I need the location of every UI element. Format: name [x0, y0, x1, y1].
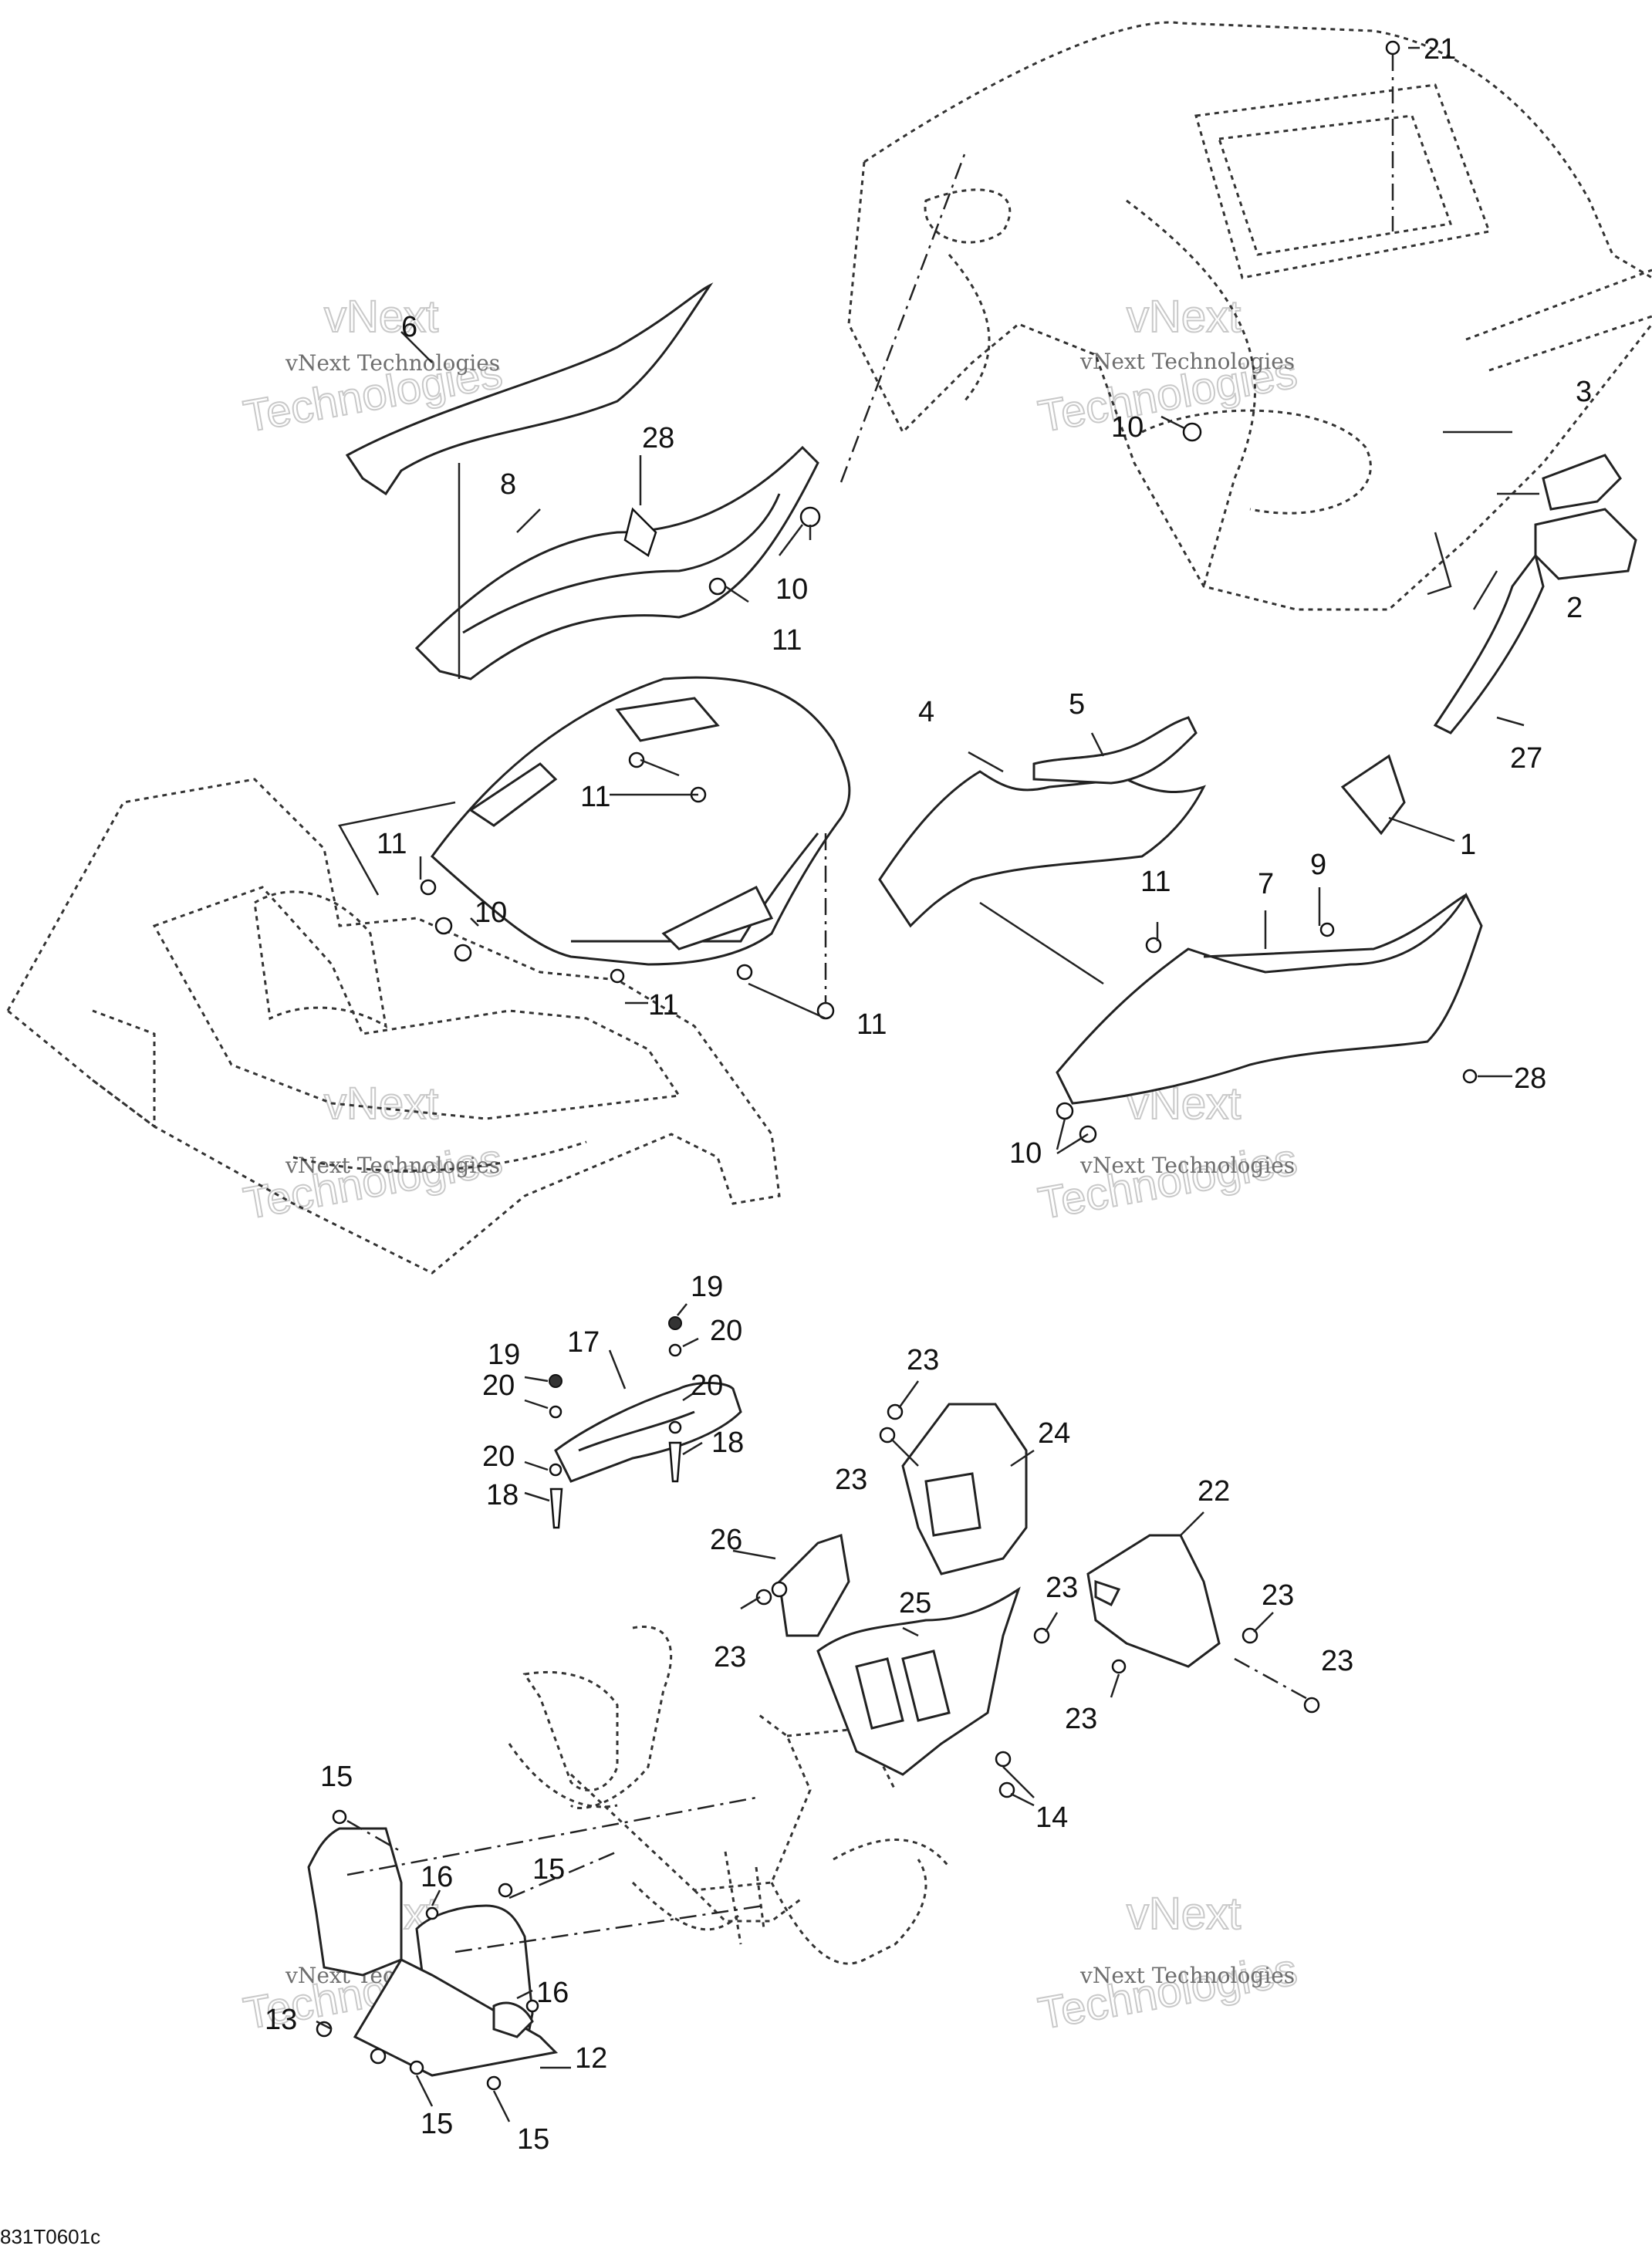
- callout-19: 19: [488, 1339, 520, 1371]
- callout-10: 10: [1009, 1137, 1042, 1170]
- callout-25: 25: [899, 1587, 931, 1619]
- callout-23: 23: [835, 1464, 867, 1496]
- callout-27: 27: [1510, 742, 1542, 775]
- callout-4: 4: [918, 696, 934, 728]
- part-24-housing: [901, 1403, 1028, 1575]
- callout-26: 26: [710, 1524, 742, 1556]
- callout-11: 11: [580, 781, 610, 813]
- callout-20: 20: [482, 1440, 515, 1473]
- part-4-panel: [878, 770, 1206, 928]
- part-7-side-panel: [1056, 892, 1483, 1105]
- callout-11: 11: [1140, 866, 1171, 898]
- callout-20: 20: [482, 1369, 515, 1402]
- part-25-skid-plate: [816, 1586, 1021, 1776]
- callout-5: 5: [1069, 688, 1085, 721]
- callout-13: 13: [265, 2004, 297, 2036]
- callout-23: 23: [1046, 1572, 1078, 1604]
- callout-23: 23: [907, 1344, 939, 1376]
- callout-22: 22: [1198, 1475, 1230, 1508]
- callout-18: 18: [711, 1427, 744, 1459]
- callout-labels: 21 6 28 8 10 10 11 3 2 27 1 4 5 11 11 10…: [265, 33, 1592, 2156]
- svg-text:vNext Technologies: vNext Technologies: [285, 350, 500, 376]
- callout-23: 23: [714, 1641, 746, 1673]
- part-1-bracket: [1340, 754, 1406, 836]
- svg-text:vNext Technologies: vNext Technologies: [1079, 349, 1295, 374]
- part-12-bumper: [307, 1827, 559, 2077]
- front-frame-ghost: [508, 1626, 951, 1965]
- callout-28: 28: [1514, 1062, 1546, 1095]
- part-27-strip: [1433, 552, 1545, 734]
- callout-11: 11: [856, 1008, 887, 1041]
- callout-16: 16: [536, 1977, 569, 2009]
- callout-16: 16: [421, 1861, 453, 1893]
- svg-text:vNext Technologies: vNext Technologies: [1079, 1153, 1295, 1178]
- part-3-cap: [1542, 454, 1622, 511]
- callout-10: 10: [1111, 411, 1144, 444]
- callout-21: 21: [1424, 33, 1456, 66]
- callout-10: 10: [475, 897, 507, 929]
- part-5-trim: [1032, 716, 1198, 785]
- callout-15: 15: [532, 1853, 565, 1886]
- callout-20: 20: [710, 1315, 742, 1347]
- leader-lines-bottom: [316, 1303, 1312, 2122]
- callout-14: 14: [1035, 1802, 1068, 1834]
- callout-3: 3: [1576, 376, 1592, 408]
- svg-text:vNext Technologies: vNext Technologies: [1079, 1963, 1295, 1988]
- svg-text:vNext Technologies: vNext Technologies: [285, 1153, 500, 1178]
- part-8-side-panel: [414, 445, 819, 680]
- front-hood-panel: [430, 676, 851, 966]
- rear-fender-ghost: [847, 21, 1652, 611]
- callout-18: 18: [486, 1479, 519, 1511]
- watermark-bottom-right: vNext Technologies vNext Technologies: [1034, 1888, 1302, 2040]
- part-26-bracket: [778, 1534, 850, 1637]
- part-22-housing: [1086, 1534, 1221, 1668]
- hardware-fasteners-bottom: [316, 1316, 1320, 2091]
- svg-text:vNext: vNext: [1127, 292, 1241, 342]
- callout-23: 23: [1065, 1703, 1097, 1735]
- diagram-code: 831T0601c: [0, 2225, 100, 2248]
- callout-15: 15: [517, 2123, 549, 2156]
- callout-10: 10: [775, 573, 808, 606]
- svg-text:Technologies: Technologies: [240, 1134, 506, 1229]
- callout-12: 12: [575, 2042, 607, 2075]
- part-6-decal: [345, 282, 714, 496]
- svg-text:vNext: vNext: [324, 292, 438, 342]
- front-fender-ghost: [6, 778, 781, 1275]
- callout-17: 17: [567, 1326, 600, 1359]
- callout-11: 11: [648, 989, 678, 1022]
- leader-lines-top: [338, 46, 1539, 1155]
- callout-11: 11: [377, 828, 407, 860]
- svg-text:vNext: vNext: [1127, 1889, 1241, 1939]
- callout-2: 2: [1566, 592, 1583, 624]
- callout-28: 28: [642, 422, 674, 454]
- callout-8: 8: [500, 468, 516, 501]
- callout-7: 7: [1258, 868, 1274, 900]
- watermark-mid-left: vNext Technologies vNext Technologies: [239, 1078, 507, 1230]
- part-2-cap: [1534, 508, 1637, 580]
- callout-23: 23: [1262, 1579, 1294, 1612]
- callout-9: 9: [1310, 849, 1326, 881]
- callout-1: 1: [1460, 829, 1476, 861]
- callout-15: 15: [320, 1761, 353, 1793]
- callout-19: 19: [691, 1271, 723, 1303]
- callout-15: 15: [421, 2108, 453, 2140]
- svg-text:Technologies: Technologies: [1035, 1944, 1301, 2039]
- callout-24: 24: [1038, 1417, 1070, 1450]
- callout-23: 23: [1321, 1645, 1353, 1677]
- svg-text:Technologies: Technologies: [1035, 1134, 1301, 1229]
- callout-6: 6: [401, 311, 417, 343]
- callout-11: 11: [772, 624, 802, 657]
- callout-20: 20: [691, 1369, 723, 1402]
